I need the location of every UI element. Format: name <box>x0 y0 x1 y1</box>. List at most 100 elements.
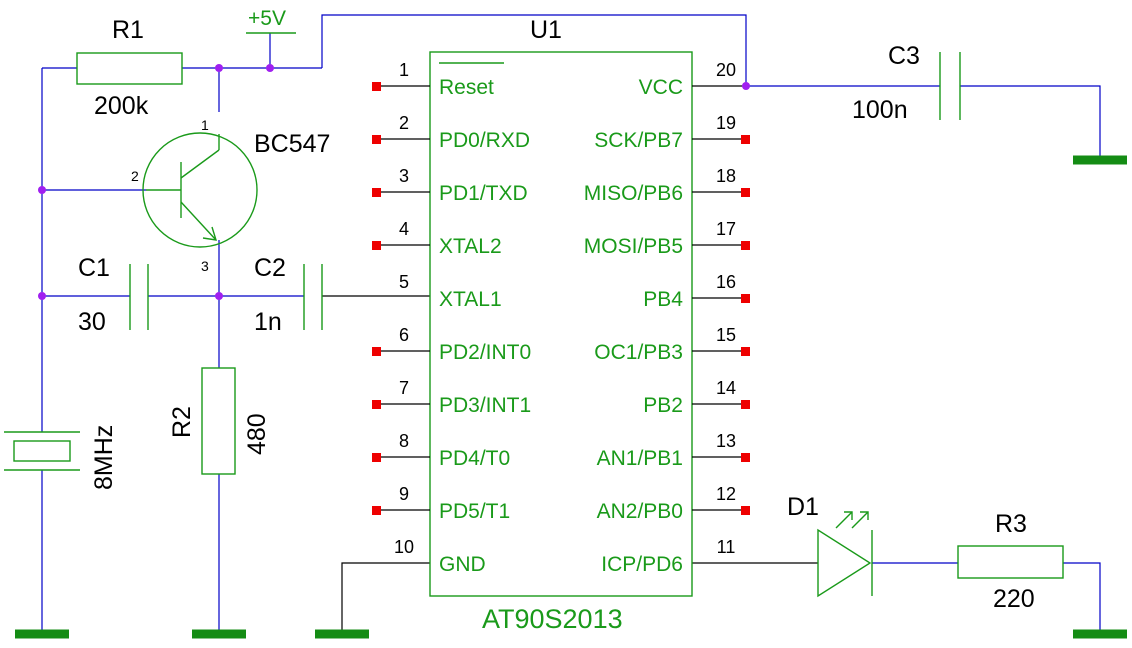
u1-pin-name: PD2/INT0 <box>439 341 531 364</box>
ic-u1-body <box>429 51 693 597</box>
u1-left-pins: 1Reset2PD0/RXD3PD1/TXD4XTAL25XTAL16PD2/I… <box>372 60 531 576</box>
transistor-q1 <box>142 132 258 248</box>
u1-pin-name: ICP/PD6 <box>601 553 683 576</box>
u1-pin-name: Reset <box>439 76 494 99</box>
q1-pin-1: 1 <box>201 117 209 133</box>
u1-pin-number: 13 <box>716 431 736 451</box>
u1-pin-number: 16 <box>716 272 736 292</box>
pin-end-marker[interactable] <box>372 241 381 250</box>
pin-end-marker[interactable] <box>741 294 750 303</box>
pin-end-marker[interactable] <box>741 135 750 144</box>
r1-ref: R1 <box>112 16 144 44</box>
c1-value: 30 <box>78 308 106 336</box>
c3-ref: C3 <box>888 42 920 70</box>
u1-pin-name: PD1/TXD <box>439 182 528 205</box>
u1-pin-name: PD5/T1 <box>439 500 510 523</box>
u1-pin-number: 2 <box>399 113 409 133</box>
led-d1 <box>817 511 873 598</box>
u1-pin-number: 8 <box>399 431 409 451</box>
pin-end-marker[interactable] <box>372 347 381 356</box>
pin-end-marker[interactable] <box>372 506 381 515</box>
u1-ref: U1 <box>530 16 562 44</box>
u1-pin-number: 14 <box>716 378 736 398</box>
pin-end-marker[interactable] <box>741 241 750 250</box>
crystal-value: 8MHz <box>90 425 118 490</box>
junction-base <box>38 186 46 194</box>
pin-end-marker[interactable] <box>372 188 381 197</box>
u1-pin-name: PD3/INT1 <box>439 394 531 417</box>
junctions <box>38 64 750 300</box>
resistor-r1 <box>76 52 183 85</box>
pin-end-marker[interactable] <box>372 82 381 91</box>
c2-ref: C2 <box>254 254 286 282</box>
c2-value: 1n <box>254 308 282 336</box>
pin-end-marker[interactable] <box>741 400 750 409</box>
junction-r1-collector <box>215 64 223 72</box>
junction-5v <box>266 64 274 72</box>
c3-value: 100n <box>852 96 908 124</box>
u1-pin-number: 18 <box>716 166 736 186</box>
power-label: +5V <box>248 7 286 30</box>
u1-pin-number: 15 <box>716 325 736 345</box>
q1-pin-2: 2 <box>131 168 139 184</box>
junction-c1-left <box>38 292 46 300</box>
pin-end-marker[interactable] <box>372 453 381 462</box>
u1-pin-name: GND <box>439 553 486 576</box>
q1-part: BC547 <box>254 130 330 158</box>
u1-pin-name: PB4 <box>643 288 683 311</box>
q1-pin-3: 3 <box>201 258 209 274</box>
u1-pin-number: 11 <box>717 537 736 557</box>
junction-vcc <box>742 82 750 90</box>
r2-ref: R2 <box>168 406 196 438</box>
u1-pin-number: 20 <box>716 60 736 80</box>
u1-pin-number: 5 <box>399 272 409 292</box>
r2-value: 480 <box>243 413 271 455</box>
c1-ref: C1 <box>78 254 110 282</box>
junction-emitter <box>215 292 223 300</box>
u1-pin-name: MISO/PB6 <box>584 182 683 205</box>
u1-pin-name: XTAL1 <box>439 288 502 311</box>
u1-pin-number: 10 <box>394 537 414 557</box>
pin-end-marker[interactable] <box>372 135 381 144</box>
ground-symbols <box>15 155 1127 639</box>
u1-part: AT90S2013 <box>482 604 623 634</box>
crystal-x1 <box>4 431 80 471</box>
wire-gnd-pin10 <box>341 562 430 630</box>
u1-pin-number: 1 <box>399 60 409 80</box>
u1-pin-name: PD4/T0 <box>439 447 510 470</box>
pin-end-marker[interactable] <box>741 347 750 356</box>
wires <box>41 14 1101 630</box>
r3-ref: R3 <box>995 510 1027 538</box>
pin-end-marker[interactable] <box>741 453 750 462</box>
pin-end-marker[interactable] <box>741 506 750 515</box>
u1-pin-name: AN1/PB1 <box>597 447 683 470</box>
u1-pin-name: OC1/PB3 <box>594 341 683 364</box>
u1-pin-number: 19 <box>716 113 736 133</box>
u1-pin-name: PD0/RXD <box>439 129 530 152</box>
wire-vcc-top <box>321 14 747 86</box>
resistor-r2 <box>201 367 236 475</box>
resistor-r3 <box>957 545 1064 579</box>
u1-pin-number: 7 <box>399 378 409 398</box>
signal-wires <box>322 295 818 630</box>
u1-pin-name: SCK/PB7 <box>594 129 683 152</box>
u1-pin-name: VCC <box>639 76 683 99</box>
pin-end-marker[interactable] <box>741 188 750 197</box>
pin-end-marker[interactable] <box>372 400 381 409</box>
u1-pin-name: PB2 <box>643 394 683 417</box>
